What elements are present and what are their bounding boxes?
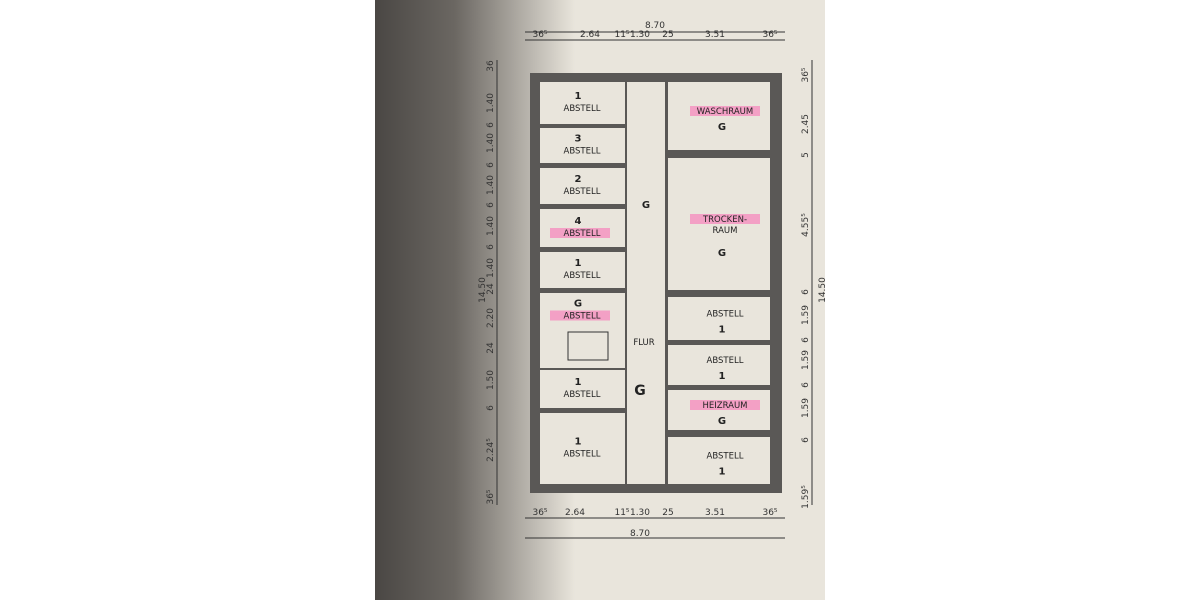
dimension-segment: 25 (662, 508, 673, 518)
room-name: HEIZRAUM (702, 401, 747, 411)
dimension-segment: 1.50 (486, 370, 496, 390)
dimension-segment: 1.40 (486, 175, 496, 195)
dimension-total: 14.50 (818, 277, 828, 303)
left-room (540, 168, 625, 204)
room-number: 3 (575, 134, 582, 145)
dimension-segment: 3.51 (705, 30, 725, 40)
dimension-segment: 11⁵ (614, 508, 629, 518)
room-name: WASCHRAUM (697, 107, 753, 117)
room-name: TROCKEN- (702, 215, 747, 225)
dimension-total: 8.70 (630, 529, 650, 539)
room-number: 1 (575, 91, 582, 102)
room-name-line2: RAUM (713, 226, 738, 236)
dimension-segment: 1.59 (801, 350, 811, 370)
room-number: 1 (719, 371, 726, 382)
dimension-total: 8.70 (645, 21, 665, 31)
room-number: 1 (719, 325, 726, 336)
corridor-mark-g2: G (634, 383, 646, 399)
dimension-total: 14.50 (478, 277, 488, 303)
stairs (567, 331, 609, 361)
right-room (668, 437, 770, 484)
dimension-segment: 2.64 (580, 30, 600, 40)
room-number: 2 (575, 174, 582, 185)
corridor (627, 82, 665, 484)
dimension-segment: 36⁵ (532, 508, 547, 518)
dimension-segment: 36⁵ (800, 0, 815, 3)
room-name: ABSTELL (707, 452, 744, 462)
room-number: G (718, 122, 726, 133)
dimension-segment: 1.40 (486, 258, 496, 278)
left-room (540, 413, 625, 484)
dimension-segment: 36 (486, 60, 496, 72)
dimension-segment: 6 (486, 244, 496, 250)
room-name: ABSTELL (564, 104, 601, 114)
dimension-segment: 1.40 (486, 133, 496, 153)
dimension-segment: 2.24⁵ (486, 438, 496, 462)
dimension-segment: 6 (801, 382, 811, 388)
dimension-segment: 1.59 (801, 305, 811, 325)
dimension-segment: 1.40 (486, 93, 496, 113)
room-name: ABSTELL (564, 450, 601, 460)
room-name: ABSTELL (707, 356, 744, 366)
dimension-segment: 1.59⁵ (801, 485, 811, 509)
room-number: G (574, 299, 582, 310)
dimension-segment: 25 (662, 30, 673, 40)
dimension-segment: 2.45 (801, 114, 811, 134)
dimension-segment: 1.30 (630, 30, 650, 40)
left-room (540, 82, 625, 124)
dimension-segment: 36⁵ (486, 489, 496, 504)
dimension-segment: 24 (486, 342, 496, 354)
dimension-segment: 1.40 (486, 216, 496, 236)
room-number: G (718, 416, 726, 427)
left-room (540, 370, 625, 408)
dimension-segment: 6 (486, 122, 496, 128)
dimension-segment: 11⁵ (614, 30, 629, 40)
room-number: 1 (575, 377, 582, 388)
dimension-segment: 36⁵ (762, 508, 777, 518)
dimension-segment: 36⁵ (532, 30, 547, 40)
dimension-segment: 1.59 (801, 398, 811, 418)
dimension-segment: 6 (801, 337, 811, 343)
dimension-segment: 2.64 (565, 508, 585, 518)
room-name: ABSTELL (564, 229, 601, 239)
left-room (540, 252, 625, 288)
room-name: ABSTELL (564, 187, 601, 197)
dimension-segment: 6 (801, 437, 811, 443)
right-room (668, 297, 770, 340)
corridor-mark-g1: G (642, 200, 650, 211)
dimension-segment: 1.30 (630, 508, 650, 518)
dimension-segment: 24 (486, 283, 496, 295)
dimension-segment: 3.51 (705, 508, 725, 518)
room-name: ABSTELL (564, 147, 601, 157)
dimension-segment: 6 (486, 405, 496, 411)
rooms: 1ABSTELL3ABSTELL2ABSTELL4ABSTELL1ABSTELL… (540, 82, 770, 484)
room-name: ABSTELL (564, 312, 601, 322)
dimension-segment: 36⁵ (762, 30, 777, 40)
room-name: ABSTELL (564, 390, 601, 400)
dimension-segment: 4.55⁵ (801, 213, 811, 237)
room-number: 1 (719, 467, 726, 478)
room-number: 1 (575, 258, 582, 269)
dimension-segment: 6 (486, 202, 496, 208)
room-number: 4 (575, 216, 582, 227)
room-name: ABSTELL (707, 310, 744, 320)
dimension-segment: 6 (486, 162, 496, 168)
right-room (668, 345, 770, 385)
room-number: 1 (575, 437, 582, 448)
dimension-segment: 6 (801, 289, 811, 295)
corridor-label: FLUR (633, 338, 654, 348)
dimension-segment: 36⁵ (801, 67, 811, 82)
room-number: G (718, 248, 726, 259)
dimension-segment: 5 (801, 152, 811, 158)
dimension-segment: 2.20 (486, 308, 496, 328)
room-name: ABSTELL (564, 271, 601, 281)
left-room (540, 128, 625, 163)
